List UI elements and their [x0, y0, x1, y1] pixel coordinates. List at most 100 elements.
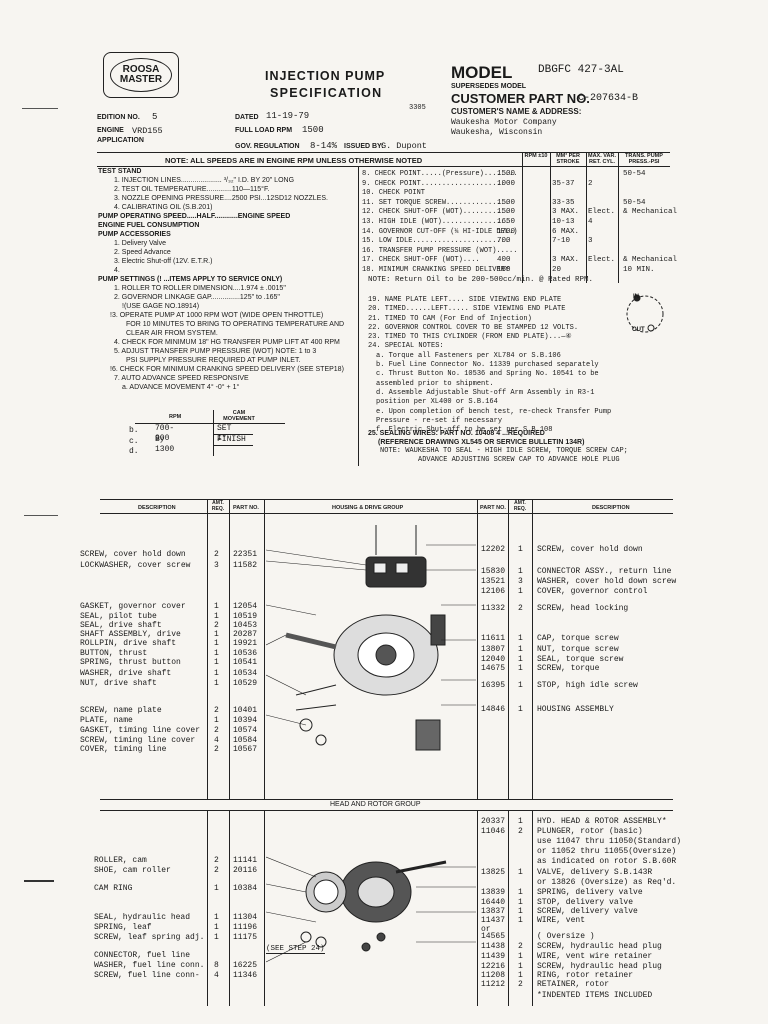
- check-point-var: 2: [588, 179, 593, 188]
- part-quantity: 1: [518, 664, 523, 673]
- part-quantity: 3: [214, 561, 219, 570]
- part-number: 14565: [481, 932, 506, 941]
- parts-header-part: PART NO.: [233, 505, 259, 511]
- part-description: SEAL, drive shaft: [80, 621, 162, 630]
- parts-header-rule: [100, 513, 673, 514]
- customer-name: Waukesha Motor Company: [451, 118, 557, 127]
- step-line: 19. NAME PLATE LEFT.... SIDE VIEWING END…: [368, 296, 562, 304]
- margin-mark: [22, 108, 58, 109]
- step-line: e. Upon completion of bench test, re-che…: [376, 407, 612, 416]
- issued-by-value: G. Dupont: [381, 141, 427, 151]
- part-quantity: 1: [518, 587, 523, 596]
- dated-label: DATED: [235, 114, 259, 121]
- var-col-line: [586, 153, 587, 283]
- check-point-psi: 50-54: [623, 170, 646, 178]
- part-description: CAP, torque screw: [537, 634, 619, 643]
- application-label: APPLICATION: [97, 137, 144, 144]
- check-point-label: 13. HIGH IDLE (WOT)................: [362, 218, 510, 226]
- spec-line: 5. ADJUST TRANSFER PUMP PRESSURE (WOT) N…: [114, 348, 317, 355]
- check-point-mm3: 3 MAX.: [552, 256, 580, 265]
- step-line: a. Torque all Fasteners per XL784 or S.B…: [376, 351, 561, 360]
- step-line: d. Assemble Adjustable Shut-off Arm Asse…: [376, 388, 595, 397]
- part-description: or 11052 thru 11055(Oversize): [537, 847, 677, 856]
- part-description: WASHER, cover hold down screw: [537, 577, 677, 586]
- cam-row-label: b.: [129, 426, 139, 435]
- part-description: COVER, governor control: [537, 587, 648, 596]
- part-number: 16225: [233, 961, 258, 970]
- cam-table-rule: [135, 423, 285, 424]
- step-line: 22. GOVERNOR CONTROL COVER TO BE STAMPED…: [368, 323, 579, 332]
- check-point-mm3: 20: [552, 266, 562, 274]
- part-number: 11304: [233, 913, 258, 922]
- part-description: SCREW, torque: [537, 664, 600, 673]
- part-number: 13837: [481, 907, 506, 916]
- part-description: ROLLPIN, drive shaft: [80, 639, 177, 648]
- sealing-line: NOTE: WAUKESHA TO SEAL - HIGH IDLE SCREW…: [380, 447, 628, 455]
- part-quantity: 4: [214, 971, 219, 980]
- step-line: b. Fuel Line Connector No. 11339 purchas…: [376, 361, 599, 370]
- part-number: 11175: [233, 933, 258, 942]
- cam-row-rpm: By 1300: [155, 435, 175, 454]
- head-group-title: HEAD AND ROTOR GROUP: [330, 801, 421, 808]
- spec-line: !3. OPERATE PUMP AT 1000 RPM WOT (WIDE O…: [110, 312, 324, 319]
- part-number: 11212: [481, 980, 506, 989]
- check-point-rpm: 1500: [497, 208, 516, 217]
- part-description: ROLLER, cam: [94, 856, 147, 865]
- margin-mark: [24, 515, 58, 516]
- part-quantity: 2: [518, 942, 523, 951]
- part-description: NUT, torque screw: [537, 645, 619, 654]
- spec-line: PUMP SETTINGS (! ...ITEMS APPLY TO SERVI…: [98, 276, 283, 283]
- check-point-psi: & Mechanical: [623, 208, 678, 217]
- gov-regulation-label: GOV. REGULATION: [235, 143, 300, 150]
- part-number: 11438: [481, 942, 506, 951]
- part-description: RING, rotor retainer: [537, 971, 634, 980]
- part-quantity: 1: [214, 649, 219, 658]
- spec-line: 2. Speed Advance: [114, 249, 171, 256]
- psi-col-line: [618, 153, 619, 283]
- check-point-rpm: 700: [497, 237, 511, 246]
- head-rotor-exploded-drawing: [266, 856, 476, 963]
- part-quantity: 1: [518, 545, 523, 554]
- model-value: DBGFC 427-3AL: [538, 64, 624, 76]
- part-quantity: 3: [518, 577, 523, 586]
- left-spec-list: TEST STAND 1. INJECTION LINES...........…: [98, 167, 356, 392]
- step-line: 23. TIMED TO THIS CYLINDER (FROM END PLA…: [368, 333, 572, 342]
- cam-col-movement: CAM MOVEMENT: [223, 410, 255, 422]
- spec-line: 7. AUTO ADVANCE SPEED RESPONSIVE: [114, 375, 249, 382]
- col-rule: [229, 811, 230, 1006]
- part-quantity: 1: [518, 817, 523, 826]
- spec-line: 1. INJECTION LINES..................... …: [114, 177, 295, 184]
- cam-table-rule: [213, 445, 253, 446]
- check-point-var: Elect.: [588, 256, 616, 265]
- col-header-mm3: MM³ PER STROKE: [556, 153, 580, 165]
- part-quantity: 2: [214, 706, 219, 715]
- part-description: SHOE, cam roller: [94, 866, 171, 875]
- check-point-mm3: 6 MAX.: [552, 227, 580, 236]
- col-header-var: MAX. VAR. RET. CYL.: [587, 153, 616, 165]
- part-quantity: 1: [518, 898, 523, 907]
- spec-line: 2. GOVERNOR LINKAGE GAP...............12…: [114, 294, 280, 301]
- check-point-rpm: 1000: [497, 179, 516, 188]
- part-number: 10574: [233, 726, 258, 735]
- margin-mark: [24, 880, 54, 882]
- part-description: HOUSING ASSEMBLY: [537, 705, 614, 714]
- check-point-label: 9. CHECK POINT....................: [362, 179, 505, 188]
- check-point-rpm: 1500: [497, 170, 516, 178]
- sealing-line: (REFERENCE DRAWING XL545 OR SERVICE BULL…: [378, 438, 585, 446]
- check-point-mm3: 10-13: [552, 218, 575, 226]
- logo-emblem: ROOSA MASTER: [110, 58, 172, 92]
- logo-line-1: ROOSA: [122, 64, 160, 75]
- mm-col-line: [550, 153, 551, 283]
- col-header-rpm: RPM ±10: [524, 153, 548, 159]
- part-number: 14675: [481, 664, 506, 673]
- part-number: 20116: [233, 866, 258, 875]
- col-rule: [532, 500, 533, 800]
- part-number: 10394: [233, 716, 258, 725]
- part-description: SPRING, thrust button: [80, 658, 181, 667]
- check-point-label: 18. MINIMUM CRANKING SPEED DELIVERY: [362, 266, 510, 274]
- part-description: SHAFT ASSEMBLY, drive: [80, 630, 181, 639]
- part-quantity: 2: [214, 745, 219, 754]
- part-description: CAM RING: [94, 884, 133, 893]
- part-quantity: 1: [214, 602, 219, 611]
- part-number: 12106: [481, 587, 506, 596]
